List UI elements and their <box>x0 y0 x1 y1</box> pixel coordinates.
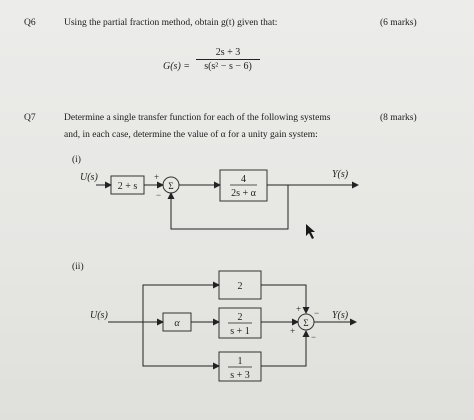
diagram-i: U(s) 2 + s Σ + − 4 2s + α Y(s) <box>80 169 359 230</box>
part-i-input-label: U(s) <box>80 172 98 183</box>
q7-number: Q7 <box>24 113 36 123</box>
part-ii-sum-symbol: Σ <box>303 318 308 328</box>
q6-numerator: 2s + 3 <box>215 47 241 58</box>
q6-denominator: s(s² − s − 6) <box>204 61 252 72</box>
part-i-output-label: Y(s) <box>332 169 349 180</box>
part-ii-alpha-label: α <box>174 318 180 329</box>
part-ii-middle-numerator: 2 <box>238 312 243 323</box>
part-i-plant-denominator: 2s + α <box>231 188 257 199</box>
q6-marks: (6 marks) <box>380 18 417 28</box>
part-i-sum-symbol: Σ <box>168 181 173 191</box>
part-i-sign-plus: + <box>154 172 159 182</box>
part-i-sign-minus: − <box>156 190 161 200</box>
part-ii-top-block-label: 2 <box>238 281 243 292</box>
part-ii-input-label: U(s) <box>90 310 108 321</box>
part-ii-sign-bottom: − <box>311 332 316 342</box>
part-ii-output-label: Y(s) <box>332 310 349 321</box>
q6-fraction: 2s + 3 s(s² − s − 6) <box>196 47 260 72</box>
q6-prompt: Using the partial fraction method, obtai… <box>64 18 278 28</box>
part-ii-sign-right: − <box>314 308 319 318</box>
q7-prompt-line2: and, in each case, determine the value o… <box>64 130 318 140</box>
part-ii-bottom-denominator: s + 3 <box>230 370 250 381</box>
q6-number: Q6 <box>24 18 36 28</box>
part-ii-bottom-numerator: 1 <box>238 356 243 367</box>
part-i-block-gain-label: 2 + s <box>118 181 138 192</box>
q6-lhs: G(s) = <box>163 61 191 72</box>
part-ii-middle-denominator: s + 1 <box>230 326 250 337</box>
q7-marks: (8 marks) <box>380 113 417 123</box>
part-i-plant-numerator: 4 <box>241 174 246 185</box>
part-ii-sign-left: + <box>290 326 295 336</box>
part-i-label: (i) <box>72 155 81 165</box>
part-ii-middle-block <box>218 307 262 339</box>
mouse-cursor-icon <box>306 224 315 239</box>
diagram-ii: U(s) α 2 2 s + 1 1 s + 3 <box>90 270 357 382</box>
part-ii-sign-top: + <box>296 304 301 314</box>
q7-prompt-line1: Determine a single transfer function for… <box>64 113 331 123</box>
part-ii-label: (ii) <box>72 262 84 272</box>
